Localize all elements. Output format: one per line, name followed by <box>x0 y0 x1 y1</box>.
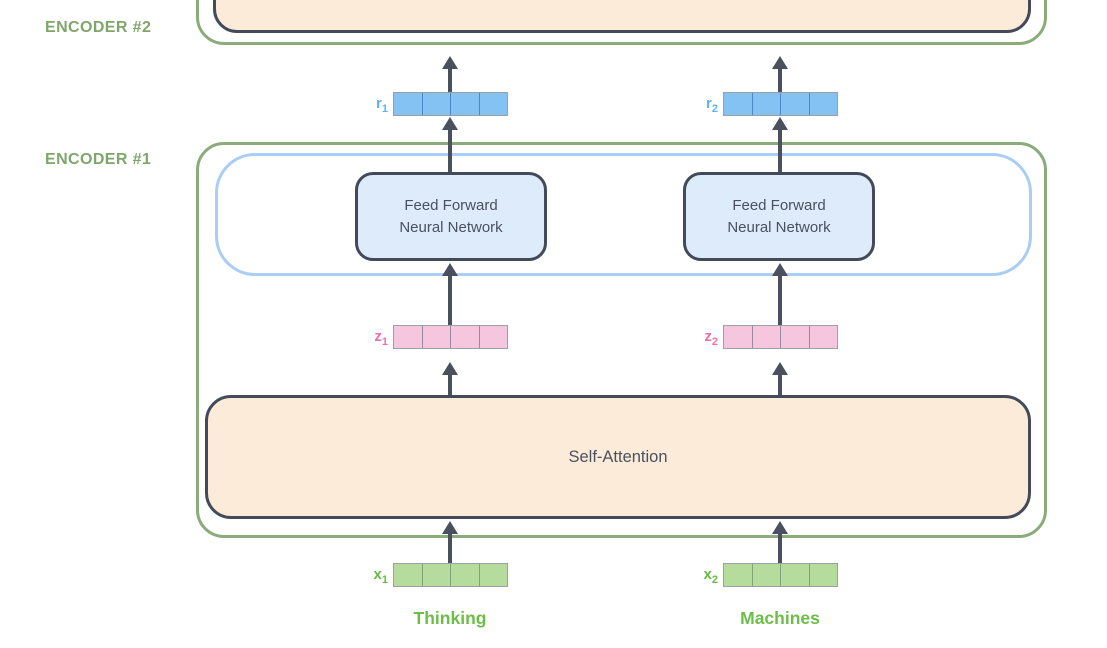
input-word-machines: Machines <box>740 608 820 628</box>
r2-label: r2 <box>706 95 718 115</box>
z1-vector <box>393 325 508 349</box>
encoder-2-inner-box <box>213 0 1031 33</box>
arrowhead-icon <box>442 263 458 276</box>
feed-forward-box-2: Feed Forward Neural Network <box>683 172 875 261</box>
up-arrow <box>772 56 788 92</box>
arrowhead-icon <box>442 521 458 534</box>
arrowhead-icon <box>772 56 788 69</box>
up-arrow <box>442 56 458 92</box>
up-arrow <box>772 117 788 172</box>
arrowhead-icon <box>442 56 458 69</box>
z2-label: z2 <box>704 328 718 348</box>
arrowhead-icon <box>772 117 788 130</box>
feed-forward-box-1: Feed Forward Neural Network <box>355 172 547 261</box>
z1-label: z1 <box>374 328 388 348</box>
input-word-thinking: Thinking <box>413 608 487 628</box>
up-arrow <box>442 117 458 172</box>
r2-vector <box>723 92 838 116</box>
encoder-2-box <box>196 0 1047 45</box>
x1-vector <box>393 563 508 587</box>
arrowhead-icon <box>442 117 458 130</box>
up-arrow <box>442 263 458 325</box>
up-arrow <box>772 263 788 325</box>
self-attention-box: Self-Attention <box>205 395 1031 519</box>
up-arrow <box>772 362 788 395</box>
encoder-2-label: ENCODER #2 <box>45 19 152 36</box>
up-arrow <box>442 521 458 563</box>
encoder-1-label: ENCODER #1 <box>45 151 152 168</box>
self-attention-label: Self-Attention <box>568 447 668 466</box>
arrowhead-icon <box>772 263 788 276</box>
feed-forward-label: Feed Forward Neural Network <box>399 196 503 236</box>
x2-vector <box>723 563 838 587</box>
up-arrow <box>442 362 458 395</box>
r1-vector <box>393 92 508 116</box>
z2-vector <box>723 325 838 349</box>
arrowhead-icon <box>772 521 788 534</box>
arrowhead-icon <box>772 362 788 375</box>
x2-label: x2 <box>703 566 718 586</box>
x1-label: x1 <box>373 566 388 586</box>
feed-forward-layer-container <box>215 153 1032 276</box>
arrowhead-icon <box>442 362 458 375</box>
up-arrow <box>772 521 788 563</box>
feed-forward-label: Feed Forward Neural Network <box>727 196 831 236</box>
r1-label: r1 <box>376 95 388 115</box>
